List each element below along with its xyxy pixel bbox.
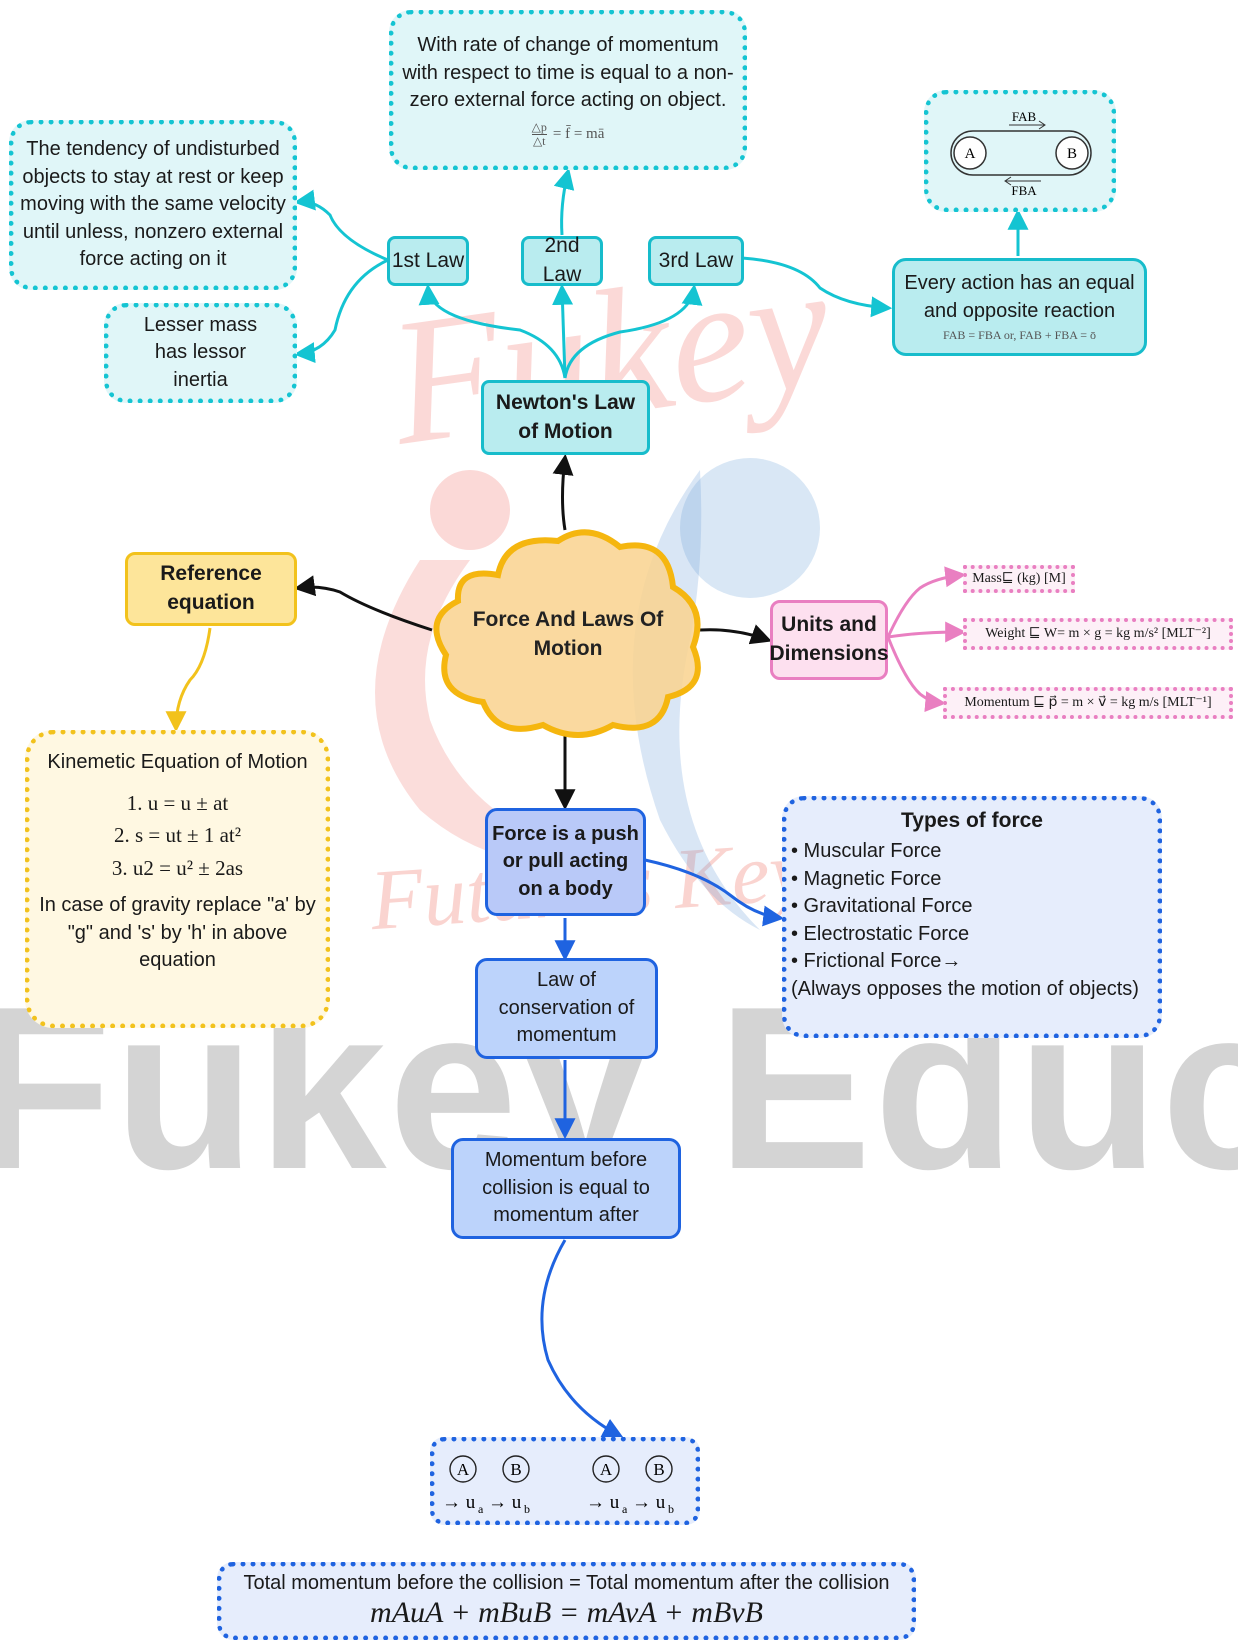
units-dimensions-node[interactable]: Units and Dimensions <box>770 600 889 680</box>
total-momentum-statement: Total momentum before the collision = To… <box>243 1572 890 1594</box>
types-of-force-title: Types of force <box>901 809 1043 832</box>
first-law-description: The tendency of undisturbed objects to s… <box>9 120 297 290</box>
central-topic[interactable]: Force And Laws Of Motion <box>472 608 664 660</box>
equation-3: 3. u2 = u² ± 2as <box>111 855 244 880</box>
equation-list: 1. u = u ± at 2. s = ut ± 1 at² 3. u2 = … <box>112 787 243 885</box>
subscript-b: b <box>524 1502 530 1516</box>
gravity-note: In case of gravity replace "a' by "g" an… <box>39 894 316 972</box>
types-of-force-box: Types of force • Muscular Force • Magnet… <box>782 796 1162 1038</box>
force-type-item: • Magnetic Force <box>791 867 942 890</box>
conservation-law-node[interactable]: Law of conservation of momentum <box>475 958 658 1059</box>
subscript-a: a <box>478 1502 484 1516</box>
force-type-item: • Gravitational Force <box>791 895 973 918</box>
central-cloud <box>433 529 701 738</box>
force-ba-label: FBA <box>1011 183 1037 197</box>
equation-1: 1. u = u ± at <box>126 790 229 815</box>
action-reaction-figure: A B FAB FBA <box>950 109 1092 197</box>
momentum-equation: mAuA + mBuB = mAvA + mBvB <box>370 1596 763 1629</box>
velocity-ua-label: → u <box>442 1492 476 1513</box>
weight-unit-box: Weight ⊑ W= m × g = kg m/s² [MLT⁻²] <box>963 618 1233 650</box>
third-law-diagram: A B FAB FBA <box>924 90 1116 212</box>
force-type-note: (Always opposes the motion of objects) <box>791 977 1139 1000</box>
force-type-item: • Frictional Force→ <box>791 950 962 973</box>
velocity-ub-label: → u <box>488 1492 522 1513</box>
subscript-a: a <box>622 1502 628 1516</box>
kinematic-equations-box: Kinemetic Equation of Motion 1. u = u ± … <box>25 730 330 1028</box>
third-law-node[interactable]: 3rd Law <box>648 236 744 286</box>
mass-unit-box: Mass⊑ (kg) [M] <box>963 565 1075 593</box>
force-ab-label: FAB <box>1012 109 1037 124</box>
velocity-ua-label: → u <box>586 1492 620 1513</box>
force-type-item: • Muscular Force <box>791 839 942 862</box>
total-momentum-box: Total momentum before the collision = To… <box>217 1562 916 1640</box>
force-type-item: • Electrostatic Force <box>791 922 970 945</box>
collision-diagram-box: A B A B → u a → u b → u a → u b <box>430 1437 700 1525</box>
equation-2: 2. s = ut ± 1 at² <box>113 823 242 848</box>
ball-a-label: A <box>457 1460 470 1479</box>
subscript-b: b <box>668 1502 674 1516</box>
third-law-description: Every action has an equal and opposite r… <box>892 258 1147 356</box>
momentum-statement-node: Momentum before collision is equal to mo… <box>451 1138 681 1239</box>
body-b-label: B <box>1067 146 1077 162</box>
body-a-label: A <box>965 146 976 162</box>
momentum-unit-box: Momentum ⊑ p⃗ = m × v⃗ = kg m/s [MLT⁻¹] <box>943 687 1233 719</box>
velocity-ub-label: → u <box>632 1492 666 1513</box>
collision-figure: A B A B → u a → u b → u a → u b <box>442 1455 674 1516</box>
force-definition-node[interactable]: Force is a push or pull acting on a body <box>485 808 646 916</box>
ball-b-label: B <box>510 1460 521 1479</box>
second-law-description: With rate of change of momentum with res… <box>389 10 747 170</box>
ball-a-label: A <box>600 1460 613 1479</box>
newton-law-node[interactable]: Newton's Law of Motion <box>481 380 650 455</box>
reference-equation-node[interactable]: Reference equation <box>125 552 297 626</box>
ball-b-label: B <box>653 1460 664 1479</box>
second-law-node[interactable]: 2nd Law <box>521 234 603 286</box>
third-law-formula: FAB = FBA or, FAB + FBA = ō <box>942 328 1097 343</box>
second-law-formula: △p △t = f̄ = mā <box>531 119 605 148</box>
first-law-node[interactable]: 1st Law <box>387 236 469 286</box>
first-law-note: Lesser mass has lessor inertia <box>104 303 297 403</box>
